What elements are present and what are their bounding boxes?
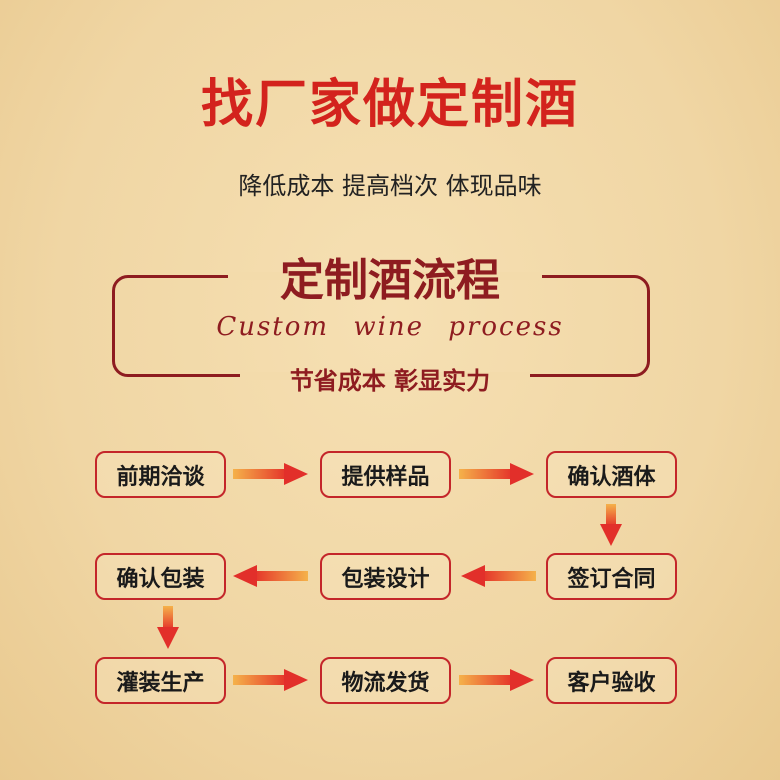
- arrow-right-icon: [459, 669, 534, 691]
- step-box: 确认包装: [95, 553, 226, 600]
- step-box: 签订合同: [546, 553, 677, 600]
- frame-gap-bottom: [240, 372, 530, 380]
- tagline: 节省成本 彰显实力: [289, 366, 491, 395]
- step-box: 确认酒体: [546, 451, 677, 498]
- english-subheading: Custom wine process: [216, 312, 564, 342]
- arrow-right-icon: [459, 463, 534, 485]
- step-box: 包装设计: [320, 553, 451, 600]
- frame-gap-top: [228, 272, 542, 280]
- step-box: 物流发货: [320, 657, 451, 704]
- step-box: 客户验收: [546, 657, 677, 704]
- main-title: 找厂家做定制酒: [200, 74, 579, 135]
- section-heading: 定制酒流程: [280, 255, 500, 306]
- subtitle: 降低成本 提高档次 体现品味: [238, 172, 542, 200]
- arrow-right-icon: [233, 463, 308, 485]
- arrow-down-icon: [600, 504, 622, 546]
- arrow-right-icon: [233, 669, 308, 691]
- arrow-down-icon: [157, 606, 179, 649]
- step-box: 前期洽谈: [95, 451, 226, 498]
- step-box: 灌装生产: [95, 657, 226, 704]
- arrow-left-icon: [233, 565, 308, 587]
- step-box: 提供样品: [320, 451, 451, 498]
- arrow-left-icon: [461, 565, 536, 587]
